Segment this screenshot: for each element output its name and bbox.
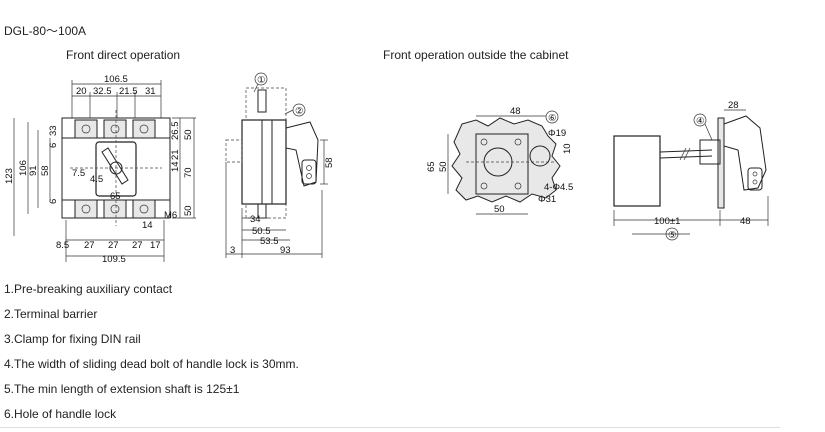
dim-top-total: 106.5	[104, 74, 128, 85]
dim-panel-phi31: Φ31	[538, 194, 556, 205]
dim-inner-4-5: 4.5	[90, 174, 103, 185]
dim-top-2: 32.5	[93, 86, 112, 97]
callout-5: ⑤	[668, 230, 677, 241]
callout-2: ②	[295, 106, 304, 117]
dim-inner-14: 14	[142, 220, 153, 231]
callout-6: ⑥	[548, 113, 557, 124]
notes-list: 1.Pre-breaking auxiliary contact 2.Termi…	[4, 282, 299, 432]
extension-shaft-drawing: ④ 28 100±1 48 ⑤	[613, 100, 769, 241]
dim-ext-48: 48	[740, 216, 751, 227]
dim-inner-65: 65	[110, 191, 121, 202]
dim-bottom-8-5: 8.5	[56, 240, 69, 251]
dim-right-50b: 50	[183, 205, 194, 216]
callout-1: ①	[257, 75, 266, 86]
model-title: DGL-80～100A	[4, 24, 87, 38]
dim-side-93: 93	[280, 245, 291, 256]
dim-inner-m6: M6	[164, 210, 177, 221]
dim-right-50a: 50	[183, 129, 194, 140]
dim-left-6b: 6	[48, 199, 59, 204]
dim-side-53-5: 53.5	[260, 236, 279, 247]
side-view-drawing: ① ② 58 34 50.5 53.5 3 93	[225, 72, 335, 258]
note-4: 4.The width of sliding dead bolt of hand…	[4, 357, 299, 371]
dim-panel-phi19: Φ19	[548, 128, 566, 139]
note-2: 2.Terminal barrier	[4, 307, 98, 321]
panel-cutout-drawing: ⑥ 48 Φ19 10 65 50 4-Φ4.5 Φ31 50	[426, 106, 573, 215]
dim-bottom-27a: 27	[84, 240, 95, 251]
dim-top-3: 21.5	[119, 86, 138, 97]
note-5: 5.The min length of extension shaft is 1…	[4, 382, 240, 396]
dim-bottom-17: 17	[150, 240, 161, 251]
dim-left-58: 58	[40, 165, 51, 176]
callout-4: ④	[696, 116, 705, 127]
front-view-drawing: 106.5 20 32.5 21.5 31 123 106	[4, 74, 196, 265]
dim-top-4: 31	[145, 86, 156, 97]
dim-side-58: 58	[324, 157, 335, 168]
note-3: 3.Clamp for fixing DIN rail	[4, 332, 141, 346]
dim-left-106: 106	[18, 160, 29, 176]
dim-panel-50-bottom: 50	[494, 204, 505, 215]
caption-front-direct: Front direct operation	[66, 48, 181, 62]
dim-side-34: 34	[250, 214, 261, 225]
dim-ext-28: 28	[728, 100, 739, 111]
dim-side-3: 3	[230, 245, 235, 256]
dim-right-21: 21	[170, 149, 181, 160]
note-6: 6.Hole of handle lock	[4, 407, 117, 421]
dim-panel-4-phi4-5: 4-Φ4.5	[544, 182, 573, 193]
technical-drawing: 106.5 20 32.5 21.5 31 123 106	[4, 72, 769, 265]
dim-bottom-27b: 27	[108, 240, 119, 251]
dim-left-6a: 6	[48, 143, 59, 148]
dim-panel-65: 65	[426, 161, 437, 172]
dim-ext-100: 100±1	[654, 216, 680, 227]
dim-left-123: 123	[4, 168, 15, 184]
dim-side-50-5: 50.5	[252, 226, 271, 237]
caption-front-outside: Front operation outside the cabinet	[383, 48, 569, 62]
dim-panel-48: 48	[510, 106, 521, 117]
dim-right-70: 70	[183, 167, 194, 178]
dim-panel-50-side: 50	[438, 161, 449, 172]
dim-left-91: 91	[28, 165, 39, 176]
dim-bottom-27c: 27	[132, 240, 143, 251]
dim-panel-10: 10	[562, 143, 573, 154]
dim-top-1: 20	[76, 86, 87, 97]
dim-right-26-5: 26.5	[170, 122, 181, 141]
dim-right-14: 14	[170, 161, 181, 172]
dim-bottom-total: 109.5	[102, 254, 126, 265]
dim-left-33: 33	[48, 125, 59, 136]
dim-inner-7-5: 7.5	[72, 168, 85, 179]
note-1: 1.Pre-breaking auxiliary contact	[4, 282, 173, 296]
